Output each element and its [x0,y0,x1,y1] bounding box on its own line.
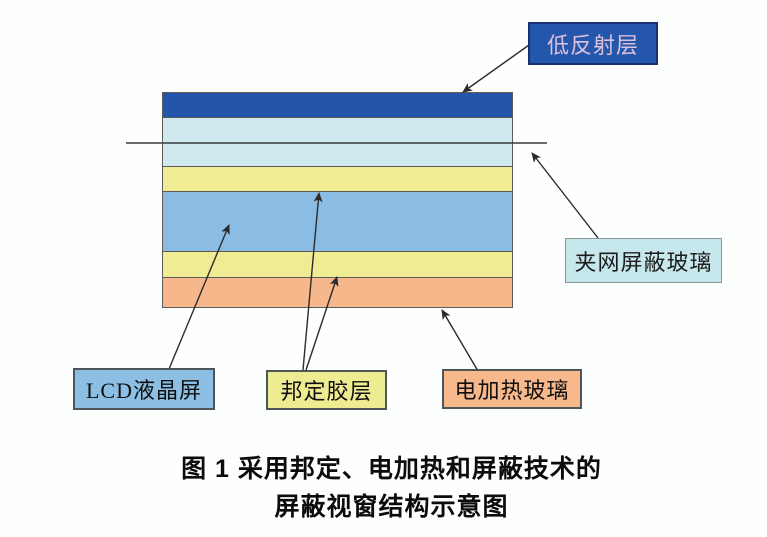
callout-mesh-glass-label: 夹网屏蔽玻璃 [574,249,713,275]
figure-caption: 图 1 采用邦定、电加热和屏蔽技术的 屏蔽视窗结构示意图 [8,450,767,526]
callout-lcd-label: LCD液晶屏 [85,378,202,403]
layer-low-reflection-coating [163,93,512,118]
arrow-mesh-glass [531,152,599,239]
figure-caption-line2: 屏蔽视窗结构示意图 [274,493,509,521]
layer-mesh-shielding-glass [163,118,512,167]
callout-heating-label: 电加热玻璃 [454,378,570,403]
callout-bonding-label: 邦定胶层 [280,379,373,404]
callout-mesh-glass: 夹网屏蔽玻璃 [565,238,722,283]
figure-caption-line1: 图 1 采用邦定、电加热和屏蔽技术的 [181,455,602,483]
layer-lcd-panel [163,192,512,252]
layer-bonding-adhesive-lower [163,252,512,278]
callout-low-reflection-label: 低反射层 [546,32,639,58]
arrow-low-reflection [462,44,530,93]
layer-bonding-adhesive-upper [163,167,512,192]
arrow-heating [441,309,479,372]
callout-bonding: 邦定胶层 [266,370,387,410]
callout-heating: 电加热玻璃 [442,369,582,409]
callout-low-reflection: 低反射层 [528,22,658,65]
layer-stack [162,92,513,308]
callout-lcd: LCD液晶屏 [73,368,215,410]
layer-electric-heating-glass [163,278,512,307]
